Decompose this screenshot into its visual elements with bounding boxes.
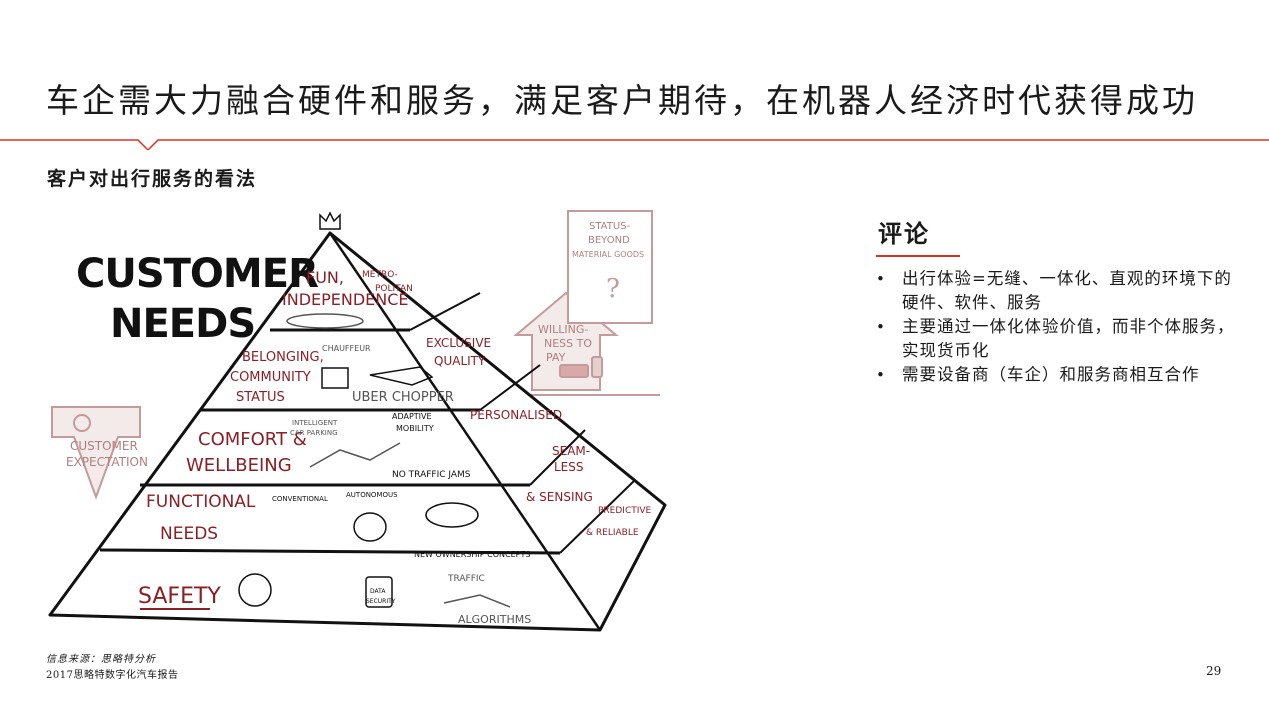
comments-title: 评论: [878, 219, 930, 248]
autonomous-note: AUTONOMOUS: [346, 491, 398, 499]
no-traffic-jams-note: NO TRAFFIC JAMS: [392, 470, 471, 480]
willingness-label-1: WILLING-: [538, 323, 588, 336]
crown-icon: [319, 211, 341, 230]
side-reliable-label: & RELIABLE: [586, 528, 639, 538]
comment-item: 主要通过一体化体验价值，而非个体服务，实现货币化: [876, 315, 1236, 363]
tier-functional-label-2: NEEDS: [160, 524, 218, 544]
security-note: SECURITY: [366, 598, 396, 605]
chauffeur-note: CHAUFFEUR: [322, 344, 371, 353]
customer-needs-pyramid: CUSTOMER EXPECTATION WILLING- NESS TO PA…: [48, 210, 667, 632]
autonomous-pod-icon: [353, 512, 387, 542]
road-sketch-icon: [309, 442, 401, 468]
footer-source: 信息来源：思略特分析: [46, 654, 156, 665]
side-less-label: LESS: [554, 460, 584, 474]
tier-safety-label: SAFETY: [138, 584, 221, 609]
side-sensing-label: & SENSING: [526, 490, 593, 504]
comment-item: 需要设备商（车企）和服务商相互合作: [876, 363, 1236, 387]
pyramid-outline: [48, 231, 667, 632]
comments-list: 出行体验=无缝、一体化、直观的环境下的硬件、软件、服务 主要通过一体化体验价值，…: [876, 267, 1236, 387]
subtitle: 客户对出行服务的看法: [47, 168, 258, 190]
status-label-1: STATUS-: [589, 221, 631, 232]
tier-fun-label-1: FUN,: [306, 268, 344, 287]
network-sketch-icon: [443, 594, 511, 608]
tier-comfort-label-2: WELLBEING: [186, 455, 292, 476]
data-note: DATA: [370, 588, 386, 595]
side-politan-label: POLITAN: [375, 284, 413, 294]
conventional-note: CONVENTIONAL: [272, 495, 328, 503]
comments-title-underline: [876, 255, 960, 257]
car-parking-note: CAR PARKING: [290, 429, 338, 437]
side-quality-label: QUALITY: [434, 354, 486, 368]
customer-expectation-label-1: CUSTOMER: [70, 439, 138, 453]
lock-icon: [365, 576, 393, 608]
adaptive-note: ADAPTIVE: [392, 412, 432, 421]
svg-text:?: ?: [606, 274, 620, 304]
chauffeur-sketch-icon: [321, 367, 349, 389]
side-predictive-label: PREDICTIVE: [598, 506, 652, 516]
tier-belonging-label-2: COMMUNITY: [230, 370, 311, 385]
new-ownership-note: NEW OWNERSHIP CONCEPTS: [414, 550, 530, 559]
tier-fun-label-2: INDEPENDENCE: [282, 290, 409, 309]
customer-expectation-arrow: [51, 406, 141, 500]
tier-comfort-label-1: COMFORT &: [198, 429, 307, 450]
car-sketch-icon-2: [425, 502, 479, 528]
side-personalised-label: PERSONALISED: [470, 408, 562, 422]
comment-item: 出行体验=无缝、一体化、直观的环境下的硬件、软件、服务: [876, 267, 1236, 315]
uber-chopper-note: UBER CHOPPER: [352, 390, 454, 405]
tier-belonging-label-3: STATUS: [236, 390, 285, 405]
status-label-3: MATERIAL GOODS: [572, 250, 644, 259]
side-exclusive-label: EXCLUSIVE: [426, 336, 491, 350]
side-metro-label: METRO-: [362, 270, 398, 280]
willingness-label-3: PAY: [546, 351, 566, 364]
needs-heading: NEEDS: [110, 301, 255, 347]
tier-functional-label-1: FUNCTIONAL: [146, 492, 256, 512]
title-divider: [0, 139, 1269, 150]
customer-heading: CUSTOMER: [76, 251, 318, 297]
car-sketch-icon: [286, 313, 364, 329]
status-sign: ?: [567, 210, 653, 324]
side-seam-label: SEAM-: [552, 444, 590, 458]
tier-belonging-label-1: BELONGING,: [242, 350, 324, 365]
slide-title: 车企需大力融合硬件和服务，满足客户期待，在机器人经济时代获得成功: [46, 81, 1198, 120]
intelligent-note: INTELLIGENT: [292, 419, 338, 427]
customer-expectation-label-2: EXPECTATION: [66, 455, 148, 469]
pyramid-right-face: [409, 292, 636, 554]
airbag-sketch-icon: [238, 573, 272, 607]
status-label-2: BEYOND: [588, 235, 630, 246]
willingness-label-2: NESS TO: [544, 337, 592, 350]
algorithms-note: ALGORITHMS: [458, 613, 531, 626]
mobility-note: MOBILITY: [396, 424, 434, 433]
helicopter-sketch-icon: [369, 366, 434, 386]
page-number: 29: [1206, 664, 1222, 678]
footer-report-name: 2017思略特数字化汽车报告: [46, 670, 179, 681]
traffic-note: TRAFFIC: [447, 574, 485, 584]
